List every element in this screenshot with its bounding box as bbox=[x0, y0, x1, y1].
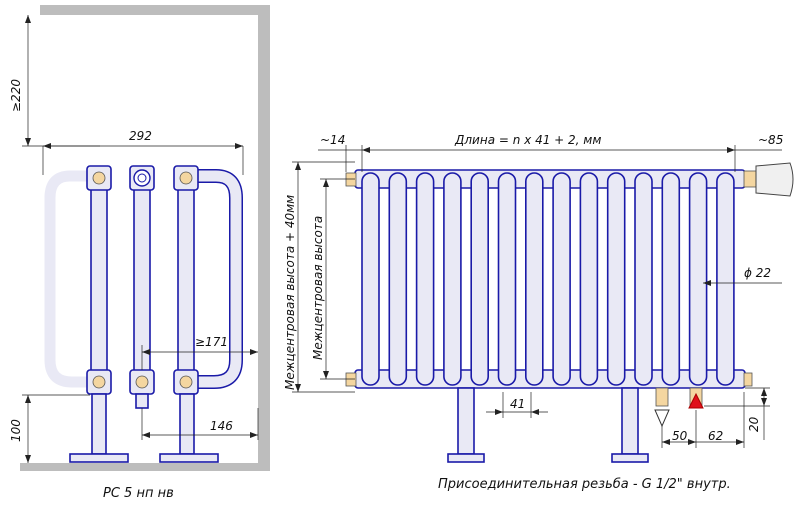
radiator-section bbox=[524, 172, 544, 386]
leg-left bbox=[457, 387, 475, 455]
plug-icon bbox=[179, 171, 193, 185]
wall-top bbox=[40, 5, 270, 15]
dim-width: 292 bbox=[129, 129, 152, 143]
dim-leg-spacing: 146 bbox=[210, 419, 233, 433]
foot-right bbox=[611, 453, 649, 463]
dim-wall-gap: ≥220 bbox=[9, 79, 23, 112]
plug-icon bbox=[92, 375, 106, 389]
radiator-section bbox=[552, 172, 571, 386]
collector-bar-top bbox=[354, 169, 746, 189]
radiator-loop-inner bbox=[44, 170, 100, 388]
thermostat-head-icon bbox=[755, 162, 794, 197]
right-view: ~14 Длина = n x 41 + 2, мм ~85 Межцентро… bbox=[283, 133, 794, 492]
foot-right bbox=[159, 453, 219, 463]
tube-right bbox=[177, 184, 195, 376]
radiator-section bbox=[688, 172, 708, 386]
dim-length: Длина = n x 41 + 2, мм bbox=[454, 133, 601, 147]
leg-left bbox=[91, 393, 107, 455]
dim-section-pitch: 41 bbox=[510, 397, 525, 411]
dim-depth: ≥171 bbox=[195, 335, 228, 349]
leg-right bbox=[621, 387, 639, 455]
dim-center-height: Межцентровая высота bbox=[311, 216, 325, 360]
radiator-section bbox=[634, 172, 653, 386]
dim-floor-height: 100 bbox=[9, 419, 23, 442]
dim-inlet-1: 50 bbox=[672, 429, 688, 443]
collector-bar-bottom bbox=[354, 369, 746, 389]
left-view: ≥220 292 ≥171 146 100 PC 5 нп нв bbox=[9, 5, 270, 501]
radiator-section bbox=[415, 172, 435, 386]
radiator-section bbox=[661, 172, 681, 386]
dim-inlet-2: 62 bbox=[708, 429, 723, 443]
radiator-section bbox=[579, 172, 599, 386]
leg-right bbox=[179, 393, 195, 455]
dim-right-offset: ~85 bbox=[758, 133, 783, 147]
flow-up-icon bbox=[688, 392, 704, 409]
radiator-section bbox=[443, 172, 462, 386]
end-plug-bottom-left bbox=[345, 372, 357, 387]
dim-height-plus: Межцентровая высота + 40мм bbox=[283, 195, 297, 390]
radiator-section bbox=[497, 172, 517, 386]
radiator-loop-inner-right bbox=[186, 170, 242, 388]
plug-icon bbox=[135, 375, 149, 389]
dim-bottom: 20 bbox=[747, 416, 761, 432]
foot-left bbox=[69, 453, 129, 463]
floor bbox=[20, 463, 270, 471]
air-valve-inner-icon bbox=[137, 173, 147, 183]
connection-stub bbox=[135, 393, 149, 409]
radiator-section bbox=[716, 172, 735, 386]
dim-diameter: ϕ 22 bbox=[744, 266, 771, 280]
radiator-section bbox=[361, 172, 380, 386]
radiator-section bbox=[470, 172, 490, 386]
radiator-sections bbox=[361, 172, 735, 386]
tube-left bbox=[90, 184, 108, 376]
radiator-section bbox=[606, 172, 626, 386]
wall-vertical bbox=[258, 5, 270, 470]
end-plug-top-left bbox=[345, 172, 357, 187]
left-caption: PC 5 нп нв bbox=[103, 486, 174, 501]
dim-left-offset: ~14 bbox=[320, 133, 345, 147]
foot-left bbox=[447, 453, 485, 463]
plug-icon bbox=[179, 375, 193, 389]
valve-body bbox=[743, 170, 757, 188]
radiator-section bbox=[388, 172, 408, 386]
plug-icon bbox=[92, 171, 106, 185]
right-caption: Присоединительная резьба - G 1/2" внутр. bbox=[438, 477, 731, 492]
end-plug-bottom-right bbox=[743, 372, 753, 387]
inlet-pipe-left bbox=[655, 387, 669, 407]
flow-down-icon bbox=[654, 409, 670, 428]
